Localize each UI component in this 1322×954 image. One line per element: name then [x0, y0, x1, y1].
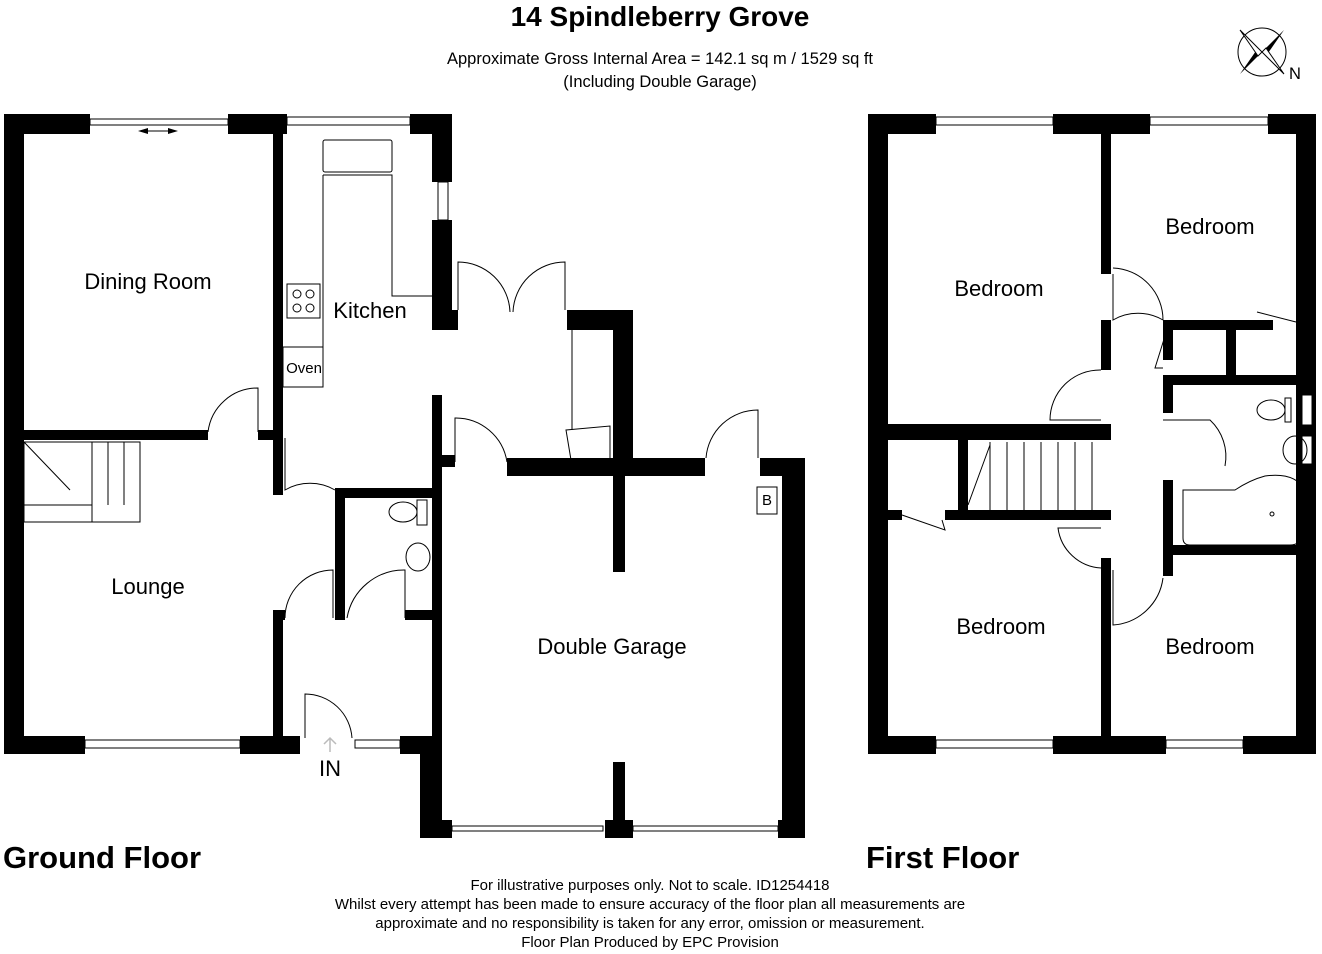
toilet-icon [388, 501, 418, 523]
first-floor-plan: Bedroom Bedroom Bedroom Bedroom [868, 114, 1316, 754]
ground-floor-label: Ground Floor [3, 840, 201, 875]
windows [84, 116, 779, 832]
stairs [23, 441, 141, 523]
doors [901, 267, 1297, 626]
ground-floor-plan: Dining Room Kitchen Oven Lounge Double G… [4, 114, 805, 838]
disclaimer-line-1: For illustrative purposes only. Not to s… [470, 877, 829, 894]
first-floor-label: First Floor [866, 840, 1019, 875]
bathroom-fixtures [1182, 397, 1308, 546]
producer-credit: Floor Plan Produced by EPC Provision [521, 934, 779, 951]
oven-label: Oven [286, 360, 322, 377]
boiler-box [756, 486, 778, 515]
entrance-label: IN [319, 756, 341, 781]
room-label-lounge: Lounge [111, 574, 184, 599]
room-label-bedroom-1: Bedroom [954, 276, 1043, 301]
boiler-label: B [762, 492, 772, 509]
entrance-arrow-icon [323, 736, 337, 752]
room-label-dining-room: Dining Room [84, 269, 211, 294]
basin-icon [405, 542, 431, 572]
room-label-kitchen: Kitchen [333, 298, 406, 323]
disclaimer-line-3: approximate and no responsibility is tak… [375, 915, 924, 932]
room-label-double-garage: Double Garage [537, 634, 686, 659]
room-label-bedroom-3: Bedroom [956, 614, 1045, 639]
room-label-bedroom-2: Bedroom [1165, 214, 1254, 239]
property-title: 14 Spindleberry Grove [511, 1, 810, 32]
wc-fixtures [388, 499, 431, 572]
oven-box [282, 346, 324, 388]
walls [4, 114, 805, 838]
hob-icon [286, 283, 321, 319]
area-note: (Including Double Garage) [563, 73, 757, 91]
room-label-bedroom-4: Bedroom [1165, 634, 1254, 659]
disclaimer-line-2: Whilst every attempt has been made to en… [335, 896, 965, 913]
toilet-icon [1256, 399, 1286, 421]
compass-north-label: N [1289, 65, 1301, 83]
area-line: Approximate Gross Internal Area = 142.1 … [447, 50, 873, 68]
sliding-door-arrow-icon [138, 128, 178, 134]
doors [207, 261, 759, 739]
compass-icon [1237, 27, 1287, 77]
walls [868, 114, 1316, 754]
kitchen-units [282, 139, 432, 388]
basin-icon [1282, 435, 1308, 465]
sink-icon [322, 139, 393, 173]
bath-icon [1182, 474, 1306, 546]
